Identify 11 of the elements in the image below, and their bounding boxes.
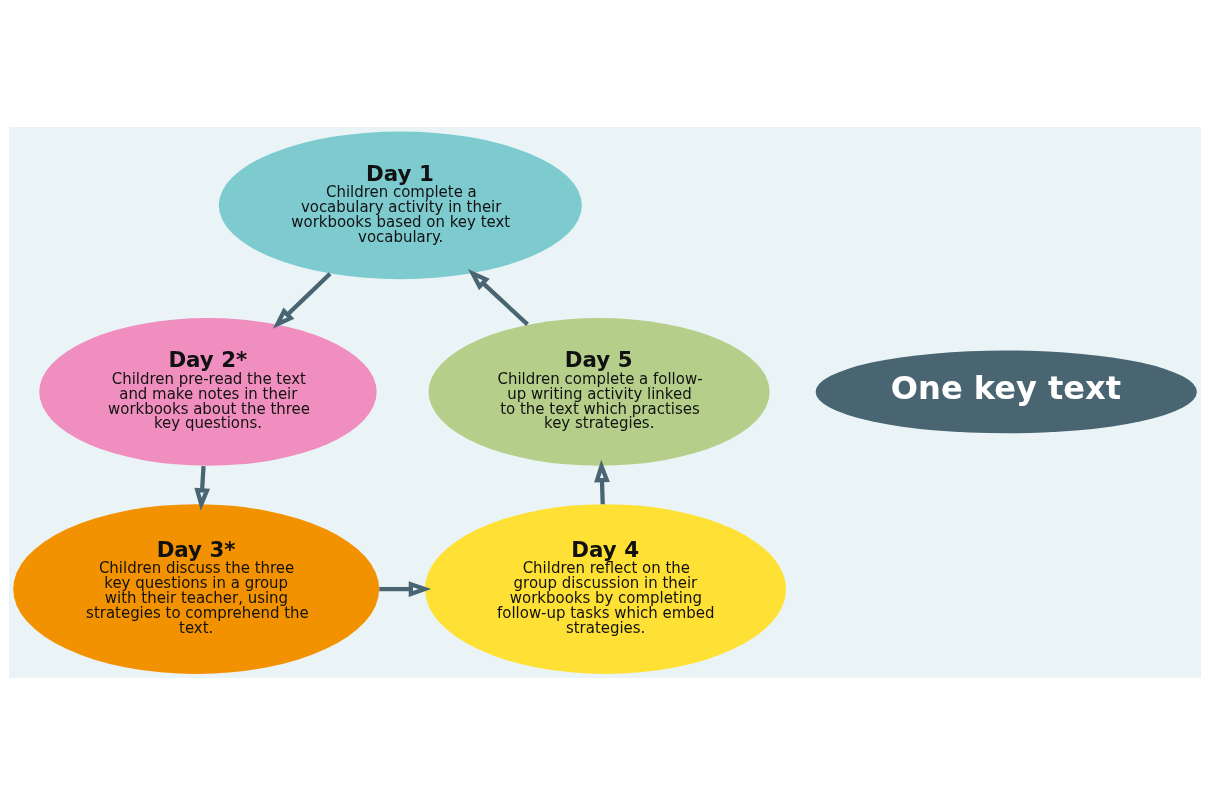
node-ellipse: Day 2* Children pre-read the text and make notes in their workbooks about the three key questions.	[38, 318, 377, 466]
node-ellipse: One key text	[815, 350, 1197, 434]
arrow	[193, 466, 210, 511]
arrow	[467, 269, 529, 326]
node-ellipse: Day 3* Children discuss the three key questions in a group with their teacher, using strategies to comprehend the text.	[12, 504, 379, 674]
node-ellipse: Day 5 Children complete a follow-up writing activity linked to the text which practises key strategies.	[428, 318, 770, 466]
node-ellipse: Day 4 Children reflect on the group discussion in their workbooks by completing follow-up tasks which embed strategies.	[424, 504, 786, 674]
arrow	[378, 581, 431, 597]
node-ellipse: Day 1 Children complete a vocabulary activity in their workbooks based on key text vocabulary.	[218, 131, 582, 280]
arrow	[593, 459, 610, 505]
arrow	[272, 272, 331, 329]
